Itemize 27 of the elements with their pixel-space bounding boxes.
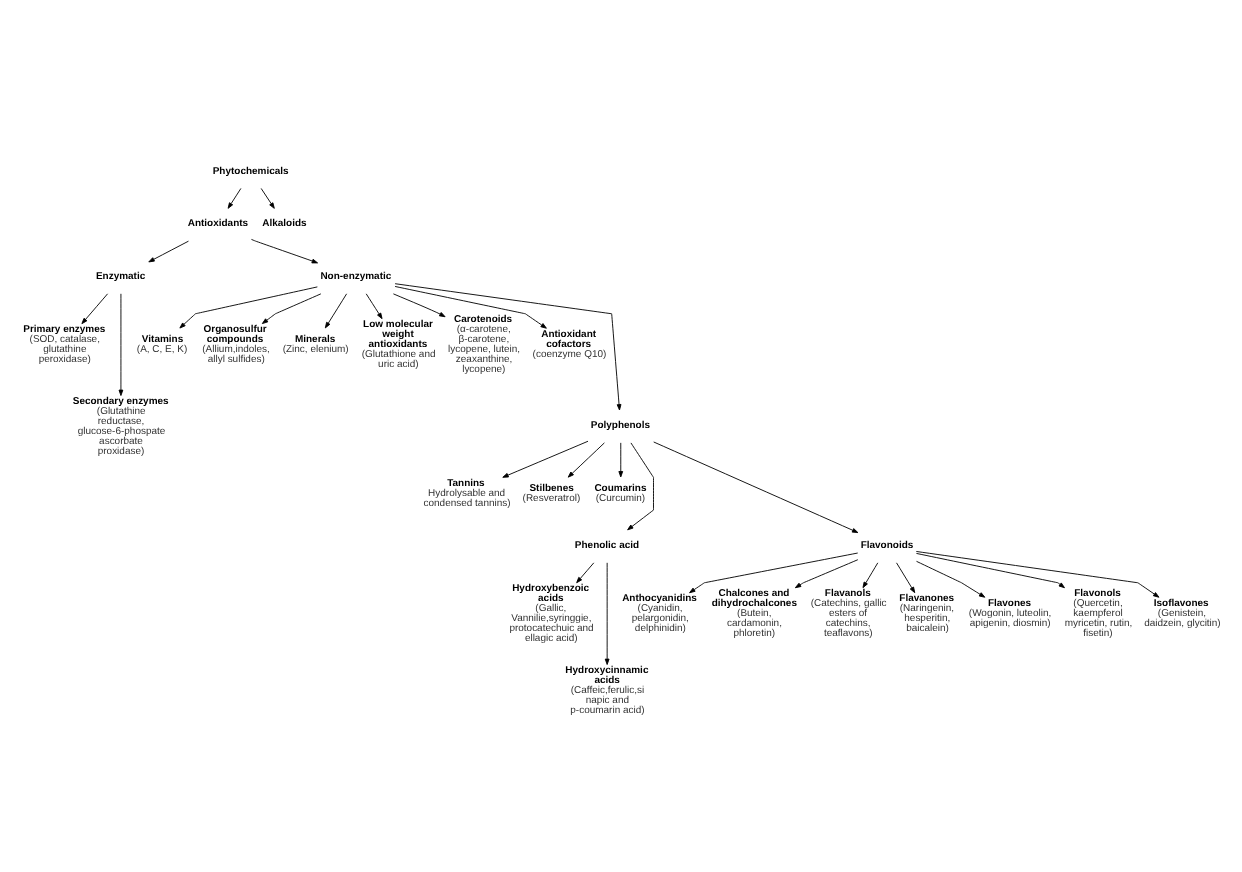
arrow [179,286,318,329]
arrow [502,440,589,478]
arrow [324,293,348,329]
arrow [394,286,547,329]
arrow [118,293,124,396]
arrow [627,442,654,531]
arrow [896,562,916,594]
arrow [689,552,859,594]
arrow [618,442,624,478]
arrow [862,562,879,589]
arrow [567,442,605,478]
arrow [915,552,1065,589]
arrow [365,293,383,320]
arrow [392,293,446,318]
arrow [394,283,622,411]
arrow [148,240,189,263]
arrow [653,441,859,534]
arrow [794,559,859,589]
arrow [260,188,275,209]
arrow [915,551,1160,598]
arrow [261,293,322,325]
arrow [916,560,986,598]
arrow [251,238,319,264]
arrow [227,188,242,209]
arrow [576,562,595,584]
arrow [81,293,109,325]
arrow [604,562,610,665]
